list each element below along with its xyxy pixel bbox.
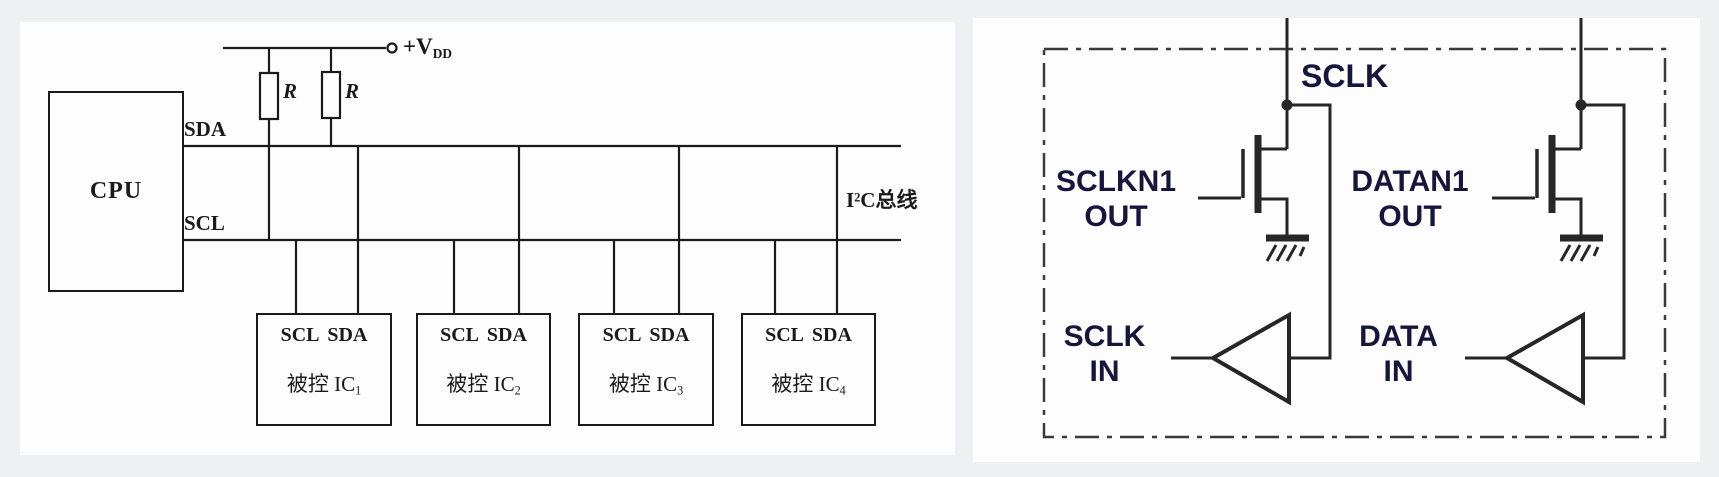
ground-icon xyxy=(1559,234,1603,262)
sclk-source-lead xyxy=(1261,197,1289,235)
sclk-input-buffer-icon xyxy=(1208,311,1291,406)
slave-ic-3-box: SCL SDA 被控 IC3 xyxy=(578,313,714,426)
ic3-name: 被控 IC3 xyxy=(608,372,684,398)
ic1-drop-wires xyxy=(294,146,360,313)
sda-label: SDA xyxy=(184,117,227,141)
pullup-resistor-sda xyxy=(320,48,342,146)
open-drain-driver-panel: SCLK SCLKN1 OUT SCLK IN DATAN1 OUT DATA … xyxy=(973,18,1700,462)
slave-ic-4-box: SCL SDA 被控 IC4 xyxy=(741,313,876,426)
ic3-pin-labels: SCL SDA xyxy=(602,324,690,346)
ground-icon xyxy=(1265,234,1309,262)
cpu-box: CPU xyxy=(48,91,184,292)
vdd-label: +VDD xyxy=(403,34,452,61)
data-driver xyxy=(1465,18,1626,406)
i2c-bus-label: I2C总线 xyxy=(846,188,918,212)
slave-ic-2-box: SCL SDA 被控 IC2 xyxy=(416,313,551,426)
i2c-superscript: 2 xyxy=(854,190,861,205)
sclk-driver xyxy=(1171,18,1332,406)
data-tap-wire xyxy=(1581,103,1626,360)
vdd-terminal-icon xyxy=(386,42,398,54)
scl-label: SCL xyxy=(184,211,225,235)
ic1-pin-labels: SCL SDA xyxy=(280,324,368,346)
sclk-in-label: SCLK IN xyxy=(1063,320,1146,388)
i2c-bus-diagram-panel: CPU SDA SCL R R +VDD I2C总线 SCL SDA 被控 IC… xyxy=(20,22,955,455)
ic4-drop-wires xyxy=(773,146,839,313)
sclkn1-out-label: SCLKN1 OUT xyxy=(1055,165,1176,233)
slave-ic-1-box: SCL SDA 被控 IC1 xyxy=(256,313,392,426)
ic1-name: 被控 IC1 xyxy=(286,372,362,398)
ic4-name: 被控 IC4 xyxy=(771,372,846,398)
chip-boundary-dashed-box xyxy=(1042,47,1667,439)
data-in-label: DATA IN xyxy=(1359,320,1438,388)
i2c-bus-wiring xyxy=(180,42,901,313)
sclk-junction-dot xyxy=(1281,99,1293,111)
datan1-out-label: DATAN1 OUT xyxy=(1351,165,1469,233)
cpu-label: CPU xyxy=(89,178,143,204)
driver-schematic xyxy=(1042,18,1667,439)
ic4-pin-labels: SCL SDA xyxy=(765,324,852,346)
sclk-tap-wire xyxy=(1287,103,1332,360)
vdd-subscript: DD xyxy=(432,46,452,61)
ic3-drop-wires xyxy=(612,146,681,313)
sclk-net-label: SCLK xyxy=(1301,58,1389,94)
resistor-label-1: R xyxy=(283,79,298,103)
pullup-resistor-scl xyxy=(258,48,280,240)
data-source-lead xyxy=(1555,197,1583,235)
vdd-rail xyxy=(223,42,398,54)
ic2-name: 被控 IC2 xyxy=(446,372,521,398)
data-input-buffer-icon xyxy=(1502,311,1585,406)
data-junction-dot xyxy=(1575,99,1587,111)
ic2-pin-labels: SCL SDA xyxy=(440,324,527,346)
resistor-label-2: R xyxy=(345,79,360,103)
ic2-drop-wires xyxy=(452,146,521,313)
